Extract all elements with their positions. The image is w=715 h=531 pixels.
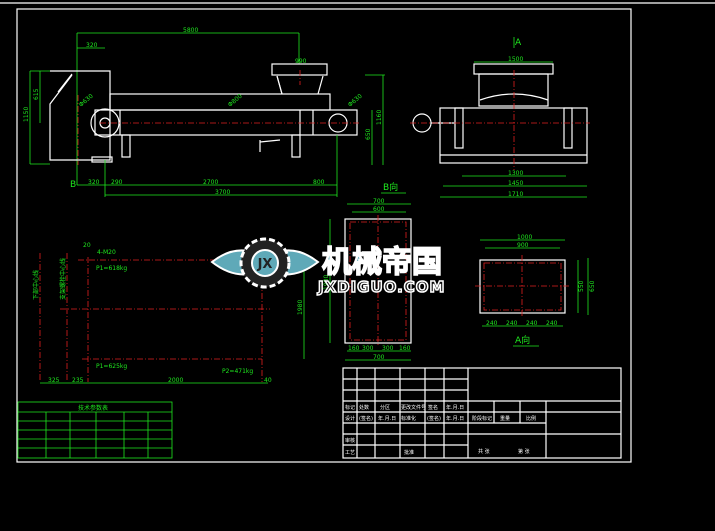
view-b-label: B向 xyxy=(383,181,398,193)
dim-b-2700: 2700 xyxy=(203,179,218,186)
dim-diam-pulley: Φ630 xyxy=(78,93,95,109)
tb-sign: 签名 xyxy=(428,404,438,411)
tb-design-sign: (签名) xyxy=(359,415,373,422)
side-view: 5800 320 990 1150 615 Φ630 Φ800 Φ630 116… xyxy=(23,27,385,197)
label-p1-bottom: P1=625kg xyxy=(96,363,127,370)
title-block: 标记 处数 分区 更改文件号 签名 年.月.日 设计 (签名) 年.月.日 标准… xyxy=(342,367,622,459)
dim-a-b2: 240 xyxy=(506,320,518,327)
dim-b-w2: 600 xyxy=(373,206,385,213)
dim-b-total: 3700 xyxy=(215,189,230,196)
dim-d2: 1450 xyxy=(508,180,523,187)
tb-standard: 标准化 xyxy=(401,415,416,422)
dim-a-w2: 900 xyxy=(517,242,529,249)
label-left1: 下部中心线 xyxy=(32,270,40,300)
tb-approve: 批准 xyxy=(404,449,414,456)
dim-d1: 1300 xyxy=(508,170,523,177)
section-marker-a: A xyxy=(515,38,522,48)
dim-hopper: 990 xyxy=(295,58,307,65)
dim-b-b3: 300 xyxy=(382,345,394,352)
dim-diam-right: Φ630 xyxy=(347,93,364,109)
dim-a-h1: 550 xyxy=(578,280,585,292)
dim-20: 20 xyxy=(83,242,91,249)
dim-235: 235 xyxy=(72,377,84,384)
dim-b-b2: 300 xyxy=(362,345,374,352)
dim-1980: 1980 xyxy=(297,300,304,315)
dim-left-top: 320 xyxy=(86,42,98,49)
tb-change-doc: 更改文件号 xyxy=(401,404,426,411)
tb-design-date: 年.月.日 xyxy=(378,415,396,422)
dim-top: 1500 xyxy=(508,56,523,63)
tb-sheet-no: 第 张 xyxy=(518,448,530,455)
dim-2000: 2000 xyxy=(168,377,183,384)
dim-right-h1: 1160 xyxy=(376,110,383,125)
tb-mark: 标记 xyxy=(345,404,355,411)
dim-a-w1: 1000 xyxy=(517,234,532,241)
tb-zone: 分区 xyxy=(380,404,390,411)
tb-standard-date: 年.月.日 xyxy=(446,415,464,422)
tb-count: 处数 xyxy=(359,404,369,411)
dim-b-800: 800 xyxy=(313,179,325,186)
tech-table-title: 技术参数表 xyxy=(78,404,108,412)
dim-b-w1: 700 xyxy=(373,198,385,205)
tb-standard-sign: (签名) xyxy=(427,415,441,422)
dim-a-b3: 240 xyxy=(526,320,538,327)
dim-b-b1: 160 xyxy=(348,345,360,352)
dim-b-h: 1980 xyxy=(323,275,330,290)
tb-process: 工艺 xyxy=(345,450,355,456)
dim-b-320: 320 xyxy=(88,179,100,186)
dim-d3: 1710 xyxy=(508,191,523,198)
label-bolt: 4-M20 xyxy=(97,249,116,256)
tb-weight: 重量 xyxy=(500,415,510,422)
watermark-badge: JX xyxy=(257,257,273,272)
label-p1-top: P1=618kg xyxy=(96,265,127,272)
dim-b-b4: 160 xyxy=(399,345,411,352)
dim-height-inner: 615 xyxy=(33,88,40,100)
front-view: A 1500 1300 1450 1710 xyxy=(410,37,590,198)
tb-total-sheets: 共 张 xyxy=(478,448,490,455)
dim-height-left: 1150 xyxy=(23,107,30,122)
tb-scale: 比例 xyxy=(526,415,536,422)
dim-overall: 5800 xyxy=(183,27,198,34)
tech-parameter-table: 技术参数表 xyxy=(17,401,173,459)
watermark-cn: 机械帝国 xyxy=(322,245,442,280)
view-a: 1000 900 550 650 240 240 240 240 A向 xyxy=(475,234,596,347)
tb-stage: 阶段标记 xyxy=(472,415,492,422)
dim-a-b4: 240 xyxy=(546,320,558,327)
watermark-en: JXDIGUO.COM xyxy=(317,278,445,296)
section-marker-b: B xyxy=(70,180,76,190)
dim-325: 325 xyxy=(48,377,60,384)
watermark-logo: JX 机械帝国 JXDIGUO.COM xyxy=(210,237,445,297)
dim-right-h2: 650 xyxy=(365,128,372,140)
label-left2: 支架螺栓中心线 xyxy=(59,258,67,300)
dim-a-b1: 240 xyxy=(486,320,498,327)
foundation-plan: 下部中心线 支架螺栓中心线 20 4-M20 P1=618kg P1=625kg… xyxy=(32,242,305,384)
dim-diam-mid: Φ800 xyxy=(227,93,244,109)
dim-b-290: 290 xyxy=(111,179,123,186)
dim-b-bottom: 700 xyxy=(373,354,385,361)
tb-design: 设计 xyxy=(345,415,355,422)
tb-review: 审核 xyxy=(345,437,355,444)
dim-a-h2: 650 xyxy=(589,280,596,292)
dim-40: 40 xyxy=(264,377,272,384)
view-b: B向 700 600 1980 160 300 300 160 700 xyxy=(323,181,412,361)
tb-date: 年.月.日 xyxy=(446,404,464,411)
drawing-frame xyxy=(16,8,632,463)
label-p2: P2=471kg xyxy=(222,368,253,375)
view-a-label: A向 xyxy=(515,334,530,346)
